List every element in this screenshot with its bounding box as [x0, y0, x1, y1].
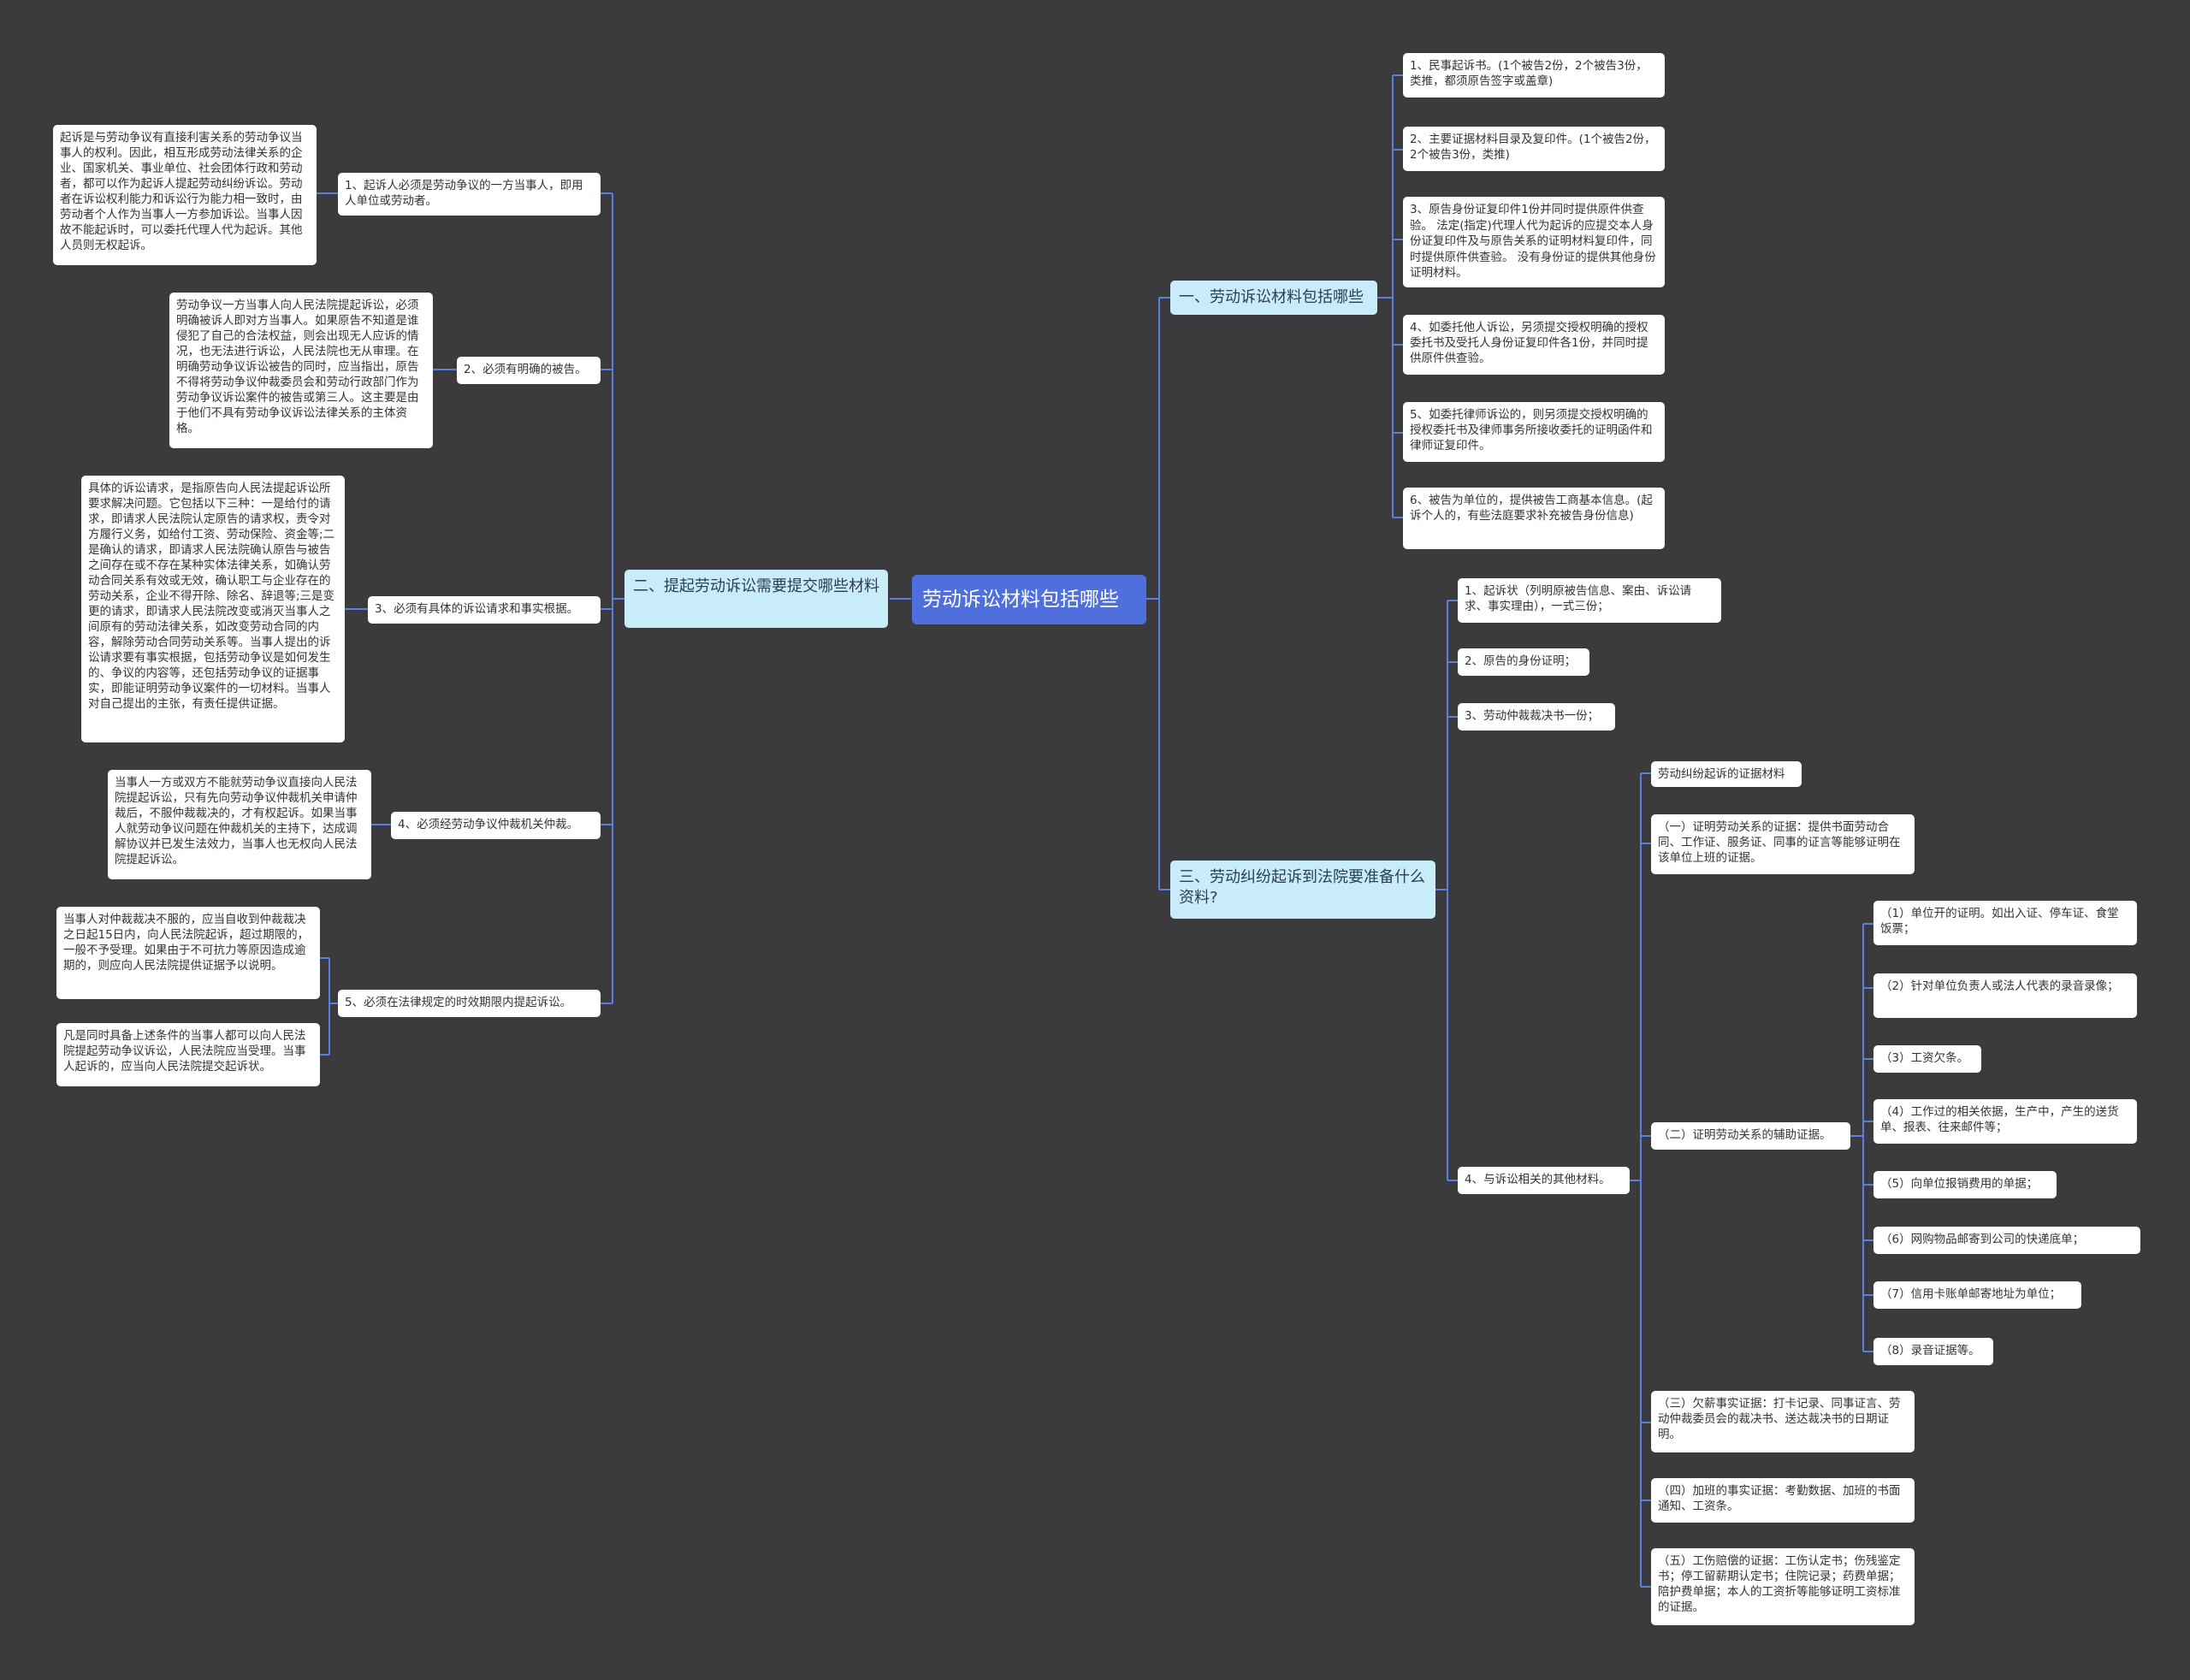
b3-aux-5[interactable]: （5）向单位报销费用的单据； [1873, 1171, 2057, 1198]
b2-detail-3[interactable]: 具体的诉讼请求，是指原告向人民法提起诉讼所要求解决问题。它包括以下三种：一是给付… [81, 476, 345, 742]
b2-item-5[interactable]: 5、必须在法律规定的时效期限内提起诉讼。 [338, 990, 601, 1017]
b3-aux-3[interactable]: （3）工资欠条。 [1873, 1045, 1981, 1073]
b2-item-3[interactable]: 3、必须有具体的诉讼请求和事实根据。 [368, 596, 601, 624]
b3-aux-1[interactable]: （1）单位开的证明。如出入证、停车证、食堂饭票； [1873, 901, 2137, 945]
b1-item-3[interactable]: 3、原告身份证复印件1份并同时提供原件供查验。 法定(指定)代理人代为起诉的应提… [1403, 197, 1665, 287]
b1-item-5[interactable]: 5、如委托律师诉讼的，则另须提交授权明确的授权委托书及律师事务所接收委托的证明函… [1403, 402, 1665, 462]
b2-detail-1[interactable]: 起诉是与劳动争议有直接利害关系的劳动争议当事人的权利。因此，相互形成劳动法律关系… [53, 125, 317, 265]
b3-item-1[interactable]: 1、起诉状（列明原被告信息、案由、诉讼请求、事实理由），一式三份； [1458, 578, 1721, 623]
b2-item-1[interactable]: 1、起诉人必须是劳动争议的一方当事人，即用人单位或劳动者。 [338, 173, 601, 216]
b3-evidence-5[interactable]: （五）工伤赔偿的证据：工伤认定书；伤残鉴定书；停工留薪期认定书；住院记录；药费单… [1651, 1548, 1915, 1625]
b1-item-6[interactable]: 6、被告为单位的，提供被告工商基本信息。(起诉个人的，有些法庭要求补充被告身份信… [1403, 488, 1665, 549]
b2-detail-4[interactable]: 当事人一方或双方不能就劳动争议直接向人民法院提起诉讼，只有先向劳动争议仲裁机关申… [108, 770, 371, 879]
b3-item-2[interactable]: 2、原告的身份证明； [1458, 648, 1589, 676]
b3-item-4[interactable]: 4、与诉讼相关的其他材料。 [1458, 1167, 1630, 1194]
b3-aux-4[interactable]: （4）工作过的相关依据，生产中，产生的送货单、报表、往来邮件等； [1873, 1099, 2137, 1144]
b1-item-2[interactable]: 2、主要证据材料目录及复印件。(1个被告2份，2个被告3份，类推) [1403, 127, 1665, 171]
b2-detail-2[interactable]: 劳动争议一方当事人向人民法院提起诉讼，必须明确被诉人即对方当事人。如果原告不知道… [169, 293, 433, 448]
branch-3[interactable]: 三、劳动纠纷起诉到法院要准备什么资料? [1170, 861, 1435, 919]
b2-detail-5[interactable]: 当事人对仲裁裁决不服的，应当自收到仲裁裁决之日起15日内，向人民法院起诉，超过期… [56, 907, 320, 999]
b3-aux-7[interactable]: （7）信用卡账单邮寄地址为单位； [1873, 1281, 2081, 1309]
b2-item-2[interactable]: 2、必须有明确的被告。 [457, 357, 601, 384]
b3-evidence-3[interactable]: （三）欠薪事实证据：打卡记录、同事证言、劳动仲裁委员会的裁决书、送达裁决书的日期… [1651, 1391, 1915, 1452]
b3-evidence-1[interactable]: （一）证明劳动关系的证据：提供书面劳动合同、工作证、服务证、同事的证言等能够证明… [1651, 814, 1915, 874]
branch-1[interactable]: 一、劳动诉讼材料包括哪些 [1170, 281, 1377, 315]
b3-aux-6[interactable]: （6）网购物品邮寄到公司的快递底单； [1873, 1227, 2140, 1254]
b3-evidence-4[interactable]: （四）加班的事实证据：考勤数据、加班的书面通知、工资条。 [1651, 1478, 1915, 1523]
b2-item-4[interactable]: 4、必须经劳动争议仲裁机关仲裁。 [391, 812, 601, 839]
b1-item-1[interactable]: 1、民事起诉书。(1个被告2份，2个被告3份，类推，都须原告签字或盖章) [1403, 53, 1665, 98]
b3-evidence-header[interactable]: 劳动纠纷起诉的证据材料 [1651, 761, 1802, 787]
b1-item-4[interactable]: 4、如委托他人诉讼，另须提交授权明确的授权委托书及受托人身份证复印件各1份，并同… [1403, 315, 1665, 375]
branch-2[interactable]: 二、提起劳动诉讼需要提交哪些材料 [624, 570, 888, 628]
b3-aux-8[interactable]: （8）录音证据等。 [1873, 1338, 1993, 1365]
b3-evidence-2[interactable]: （二）证明劳动关系的辅助证据。 [1651, 1122, 1850, 1150]
b3-item-3[interactable]: 3、劳动仲裁裁决书一份； [1458, 703, 1615, 731]
root-node[interactable]: 劳动诉讼材料包括哪些 [912, 575, 1146, 624]
b2-detail-6[interactable]: 凡是同时具备上述条件的当事人都可以向人民法院提起劳动争议诉讼，人民法院应当受理。… [56, 1023, 320, 1086]
b3-aux-2[interactable]: （2）针对单位负责人或法人代表的录音录像； [1873, 973, 2137, 1018]
